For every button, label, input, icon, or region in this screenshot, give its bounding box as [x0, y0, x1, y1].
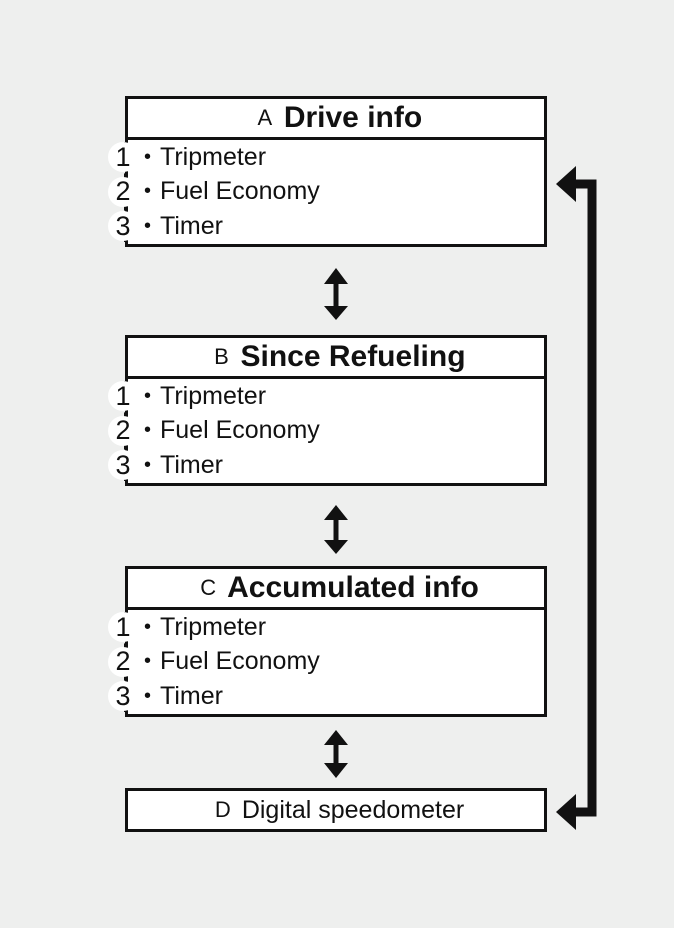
item-label: Tripmeter: [160, 381, 267, 410]
number-2-marker: 2: [108, 415, 138, 446]
number-1-marker: 1: [108, 612, 138, 643]
number-3-marker: 3: [108, 681, 138, 712]
list-item: 1 • Tripmeter: [108, 379, 544, 414]
item-label: Timer: [160, 211, 223, 240]
item-label: Timer: [160, 450, 223, 479]
number-2-marker: 2: [108, 176, 138, 207]
since-refueling-list: 1 • Tripmeter 2 • Fuel Economy 3 • Timer: [108, 379, 544, 483]
drive-info-list: 1 • Tripmeter 2 • Fuel Economy 3 • Timer: [108, 140, 544, 244]
list-item: 1 • Tripmeter: [108, 140, 544, 175]
list-item: 2 • Fuel Economy: [108, 414, 544, 449]
accumulated-info-title: Accumulated info: [227, 571, 479, 604]
label-d-marker: D: [207, 795, 238, 825]
since-refueling-box: B Since Refueling 1 • Tripmeter 2 • Fuel…: [108, 335, 547, 486]
double-arrow-icon: [324, 268, 348, 320]
list-item: 1 • Tripmeter: [108, 610, 544, 645]
digital-speedometer-label: Digital speedometer: [241, 795, 465, 824]
label-c-marker: C: [193, 573, 224, 603]
item-label: Timer: [160, 681, 223, 710]
drive-info-title: Drive info: [283, 101, 423, 134]
drive-info-box: A Drive info 1 • Tripmeter 2 • Fuel Econ…: [108, 96, 547, 247]
double-arrow-icon: [324, 730, 348, 778]
item-label: Fuel Economy: [160, 416, 320, 445]
number-2-marker: 2: [108, 646, 138, 677]
accumulated-info-box: C Accumulated info 1 • Tripmeter 2 • Fue…: [108, 566, 547, 717]
item-label: Tripmeter: [160, 612, 267, 641]
number-3-marker: 3: [108, 211, 138, 242]
list-item: 2 • Fuel Economy: [108, 175, 544, 210]
list-item: 3 • Timer: [108, 209, 544, 244]
label-a-marker: A: [249, 103, 280, 133]
item-label: Tripmeter: [160, 142, 267, 171]
item-label: Fuel Economy: [160, 177, 320, 206]
accumulated-info-header: C Accumulated info: [128, 569, 544, 610]
number-1-marker: 1: [108, 381, 138, 412]
since-refueling-header: B Since Refueling: [128, 338, 544, 379]
list-item: 3 • Timer: [108, 679, 544, 714]
double-arrow-icon: [324, 505, 348, 554]
digital-speedometer-box: D Digital speedometer: [125, 788, 547, 832]
label-b-marker: B: [206, 342, 237, 372]
list-item: 2 • Fuel Economy: [108, 645, 544, 680]
list-item: 3 • Timer: [108, 448, 544, 483]
item-label: Fuel Economy: [160, 647, 320, 676]
accumulated-info-list: 1 • Tripmeter 2 • Fuel Economy 3 • Timer: [108, 610, 544, 714]
drive-info-header: A Drive info: [128, 99, 544, 140]
return-loop-arrow-icon: [556, 166, 597, 830]
number-1-marker: 1: [108, 142, 138, 173]
number-3-marker: 3: [108, 450, 138, 481]
since-refueling-title: Since Refueling: [240, 340, 466, 373]
